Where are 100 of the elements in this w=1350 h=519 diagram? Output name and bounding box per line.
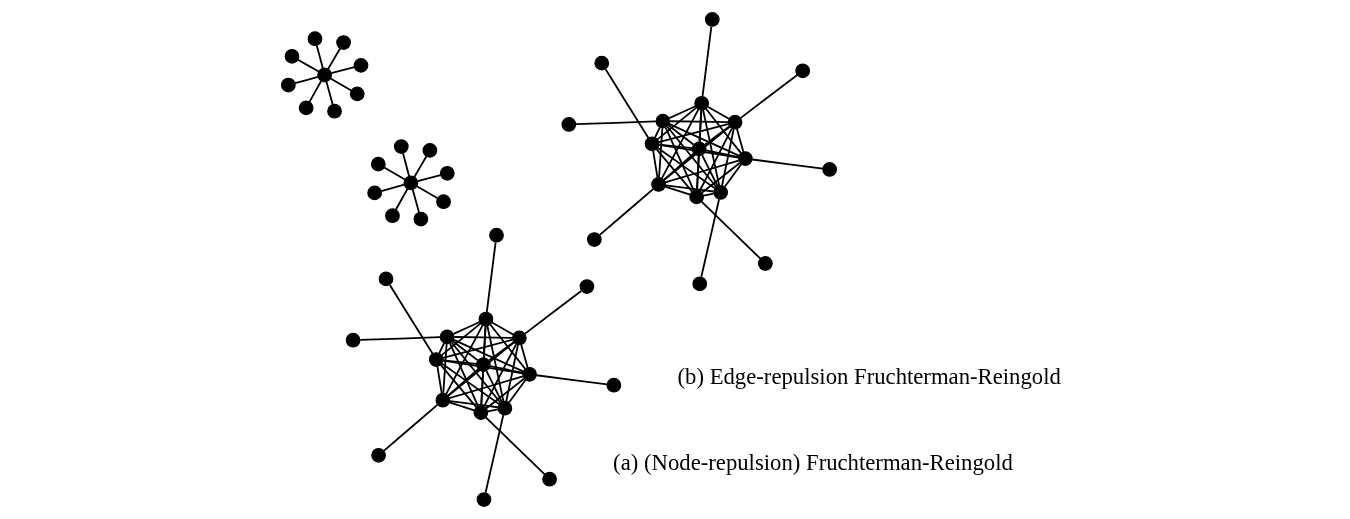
- connector: [668, 105, 697, 120]
- connector: [505, 344, 519, 403]
- connector: [739, 74, 798, 119]
- connector: [702, 109, 721, 187]
- node-circle: [542, 471, 557, 487]
- connector: [489, 365, 524, 374]
- connector: [655, 148, 694, 193]
- node-circle: [757, 256, 773, 271]
- node-circle: [692, 276, 708, 292]
- connector: [508, 379, 527, 404]
- connector: [598, 188, 654, 236]
- connector: [604, 68, 650, 139]
- connector: [394, 188, 409, 211]
- node-circle: [511, 330, 527, 346]
- node-circle: [428, 352, 444, 367]
- node-circle: [737, 151, 753, 166]
- connector: [485, 377, 525, 410]
- node-circle: [478, 311, 494, 327]
- node-circle: [594, 55, 610, 71]
- connector: [491, 321, 515, 336]
- connector: [706, 105, 730, 120]
- node-circle: [489, 227, 504, 243]
- connector: [700, 200, 762, 260]
- node-circle: [606, 377, 622, 393]
- connector: [447, 368, 479, 397]
- connector: [402, 152, 411, 178]
- connector: [449, 400, 499, 409]
- node-circle: [436, 194, 451, 210]
- connector: [445, 324, 484, 395]
- connector: [489, 323, 527, 370]
- connector: [415, 185, 439, 200]
- connector: [486, 408, 499, 413]
- connector: [656, 106, 698, 141]
- connector: [701, 154, 719, 188]
- connector: [448, 375, 524, 400]
- connector: [705, 149, 740, 159]
- node-circle: [298, 100, 314, 116]
- connector: [359, 336, 441, 341]
- node-circle: [689, 189, 704, 205]
- node-circle: [822, 162, 837, 177]
- connector: [736, 127, 745, 153]
- connector: [447, 341, 515, 397]
- node-circle: [439, 329, 455, 345]
- node-circle: [349, 86, 365, 102]
- node-circle: [284, 48, 300, 64]
- connector: [664, 185, 691, 196]
- connector: [452, 321, 481, 335]
- connector: [666, 125, 718, 188]
- connector: [327, 47, 342, 70]
- node-circle: [439, 165, 455, 181]
- connector: [453, 336, 514, 339]
- node-circle: [727, 114, 743, 130]
- connector: [667, 124, 695, 146]
- connector: [329, 77, 353, 92]
- connector: [524, 290, 583, 335]
- connector: [701, 162, 741, 194]
- node-circle: [327, 103, 342, 119]
- connector: [654, 126, 661, 139]
- connector: [664, 184, 715, 193]
- node-circle: [586, 232, 602, 247]
- node-circle: [644, 136, 660, 152]
- connector: [486, 324, 505, 403]
- node-circle: [579, 279, 595, 294]
- connector: [484, 414, 505, 494]
- node-circle: [694, 95, 710, 111]
- node-circle: [307, 31, 323, 47]
- connector: [657, 123, 729, 144]
- connector: [449, 342, 479, 408]
- connector: [520, 343, 529, 369]
- connector: [436, 365, 443, 394]
- connector: [696, 109, 703, 191]
- connector: [702, 192, 715, 197]
- connector: [483, 343, 517, 408]
- connector: [416, 174, 442, 182]
- node-circle: [403, 175, 419, 191]
- connector: [724, 163, 743, 188]
- connector: [438, 342, 446, 355]
- node-circle: [378, 271, 394, 287]
- node-circle: [370, 156, 386, 172]
- node-circle: [280, 77, 296, 93]
- connector: [450, 341, 502, 404]
- connector: [451, 340, 479, 362]
- connector: [411, 188, 420, 214]
- node-circle: [317, 67, 332, 83]
- node-circle: [795, 63, 811, 79]
- connector: [705, 107, 742, 154]
- connector: [294, 75, 319, 85]
- connector: [484, 416, 546, 476]
- connector: [442, 343, 448, 394]
- connector: [325, 80, 334, 106]
- label: (b) Edge-repulsion Fruchterman-Reingold: [677, 363, 1061, 389]
- connector: [661, 108, 700, 179]
- connector: [439, 363, 478, 409]
- node-circle: [371, 447, 386, 463]
- node-circle: [473, 405, 489, 420]
- node-circle: [385, 208, 400, 224]
- connector: [535, 374, 608, 386]
- node-circle: [476, 492, 492, 507]
- connector: [480, 325, 487, 407]
- node-circle: [336, 35, 351, 50]
